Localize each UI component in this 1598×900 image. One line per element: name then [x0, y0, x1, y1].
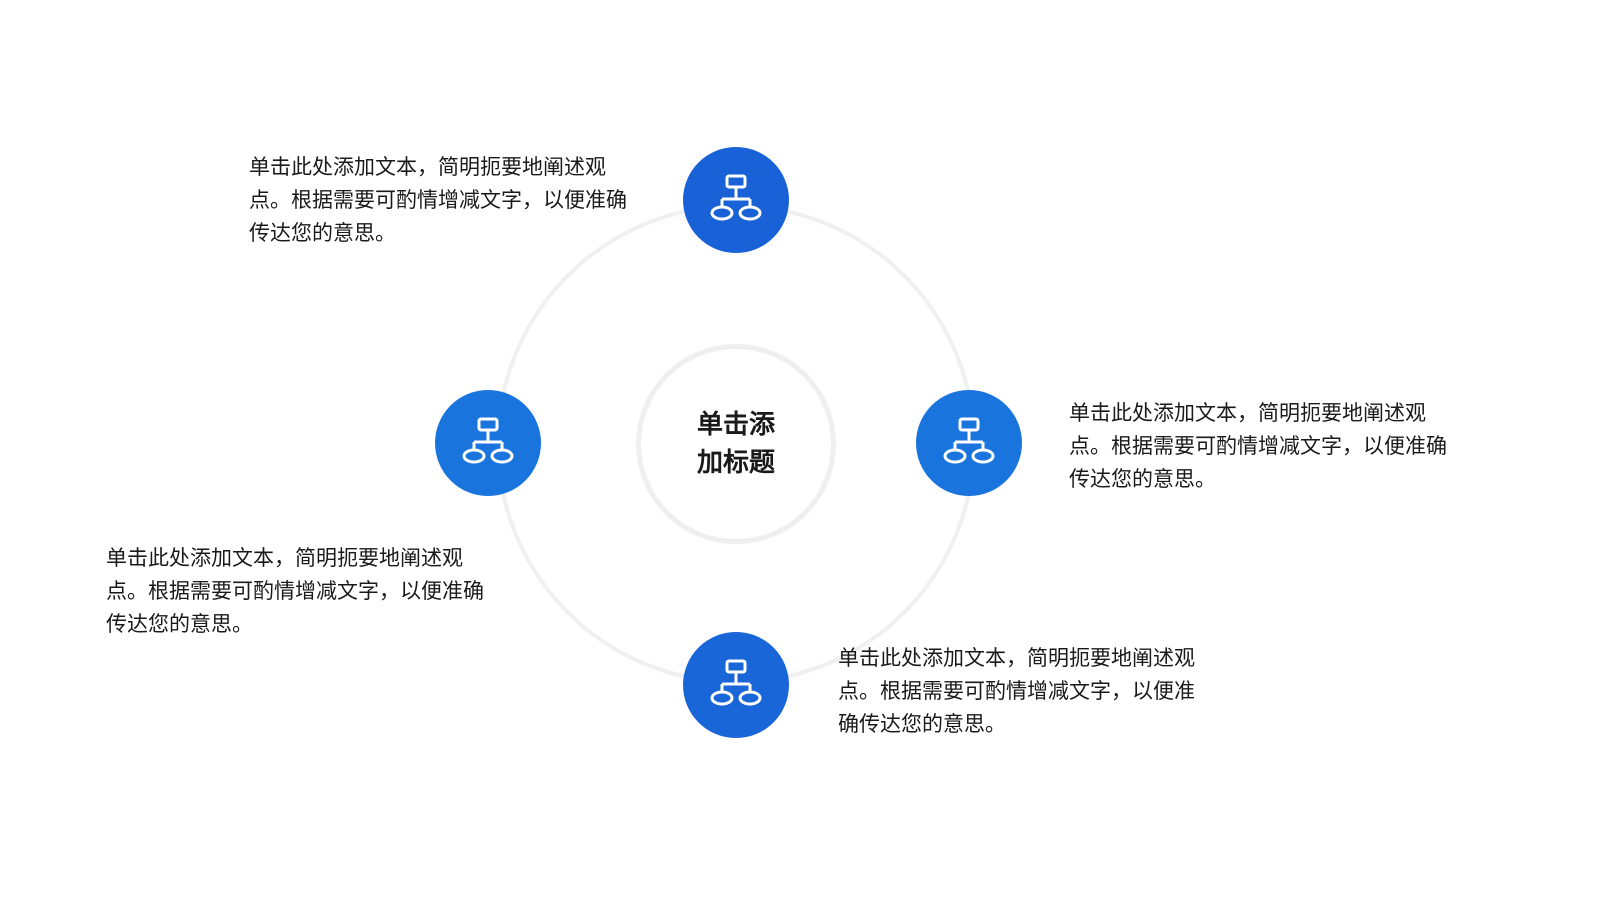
hierarchy-icon [710, 659, 762, 706]
center-title[interactable]: 单击添加标题 [696, 410, 775, 478]
center-circle: 单击添加标题 [636, 344, 836, 544]
hierarchy-icon [462, 417, 514, 464]
hierarchy-icon [943, 417, 995, 464]
description-left[interactable]: 单击此处添加文本，简明扼要地阐述观点。根据需要可酌情增减文字，以便准确传达您的意… [106, 546, 484, 636]
node-left [435, 390, 541, 496]
node-top [683, 147, 789, 253]
node-bottom [683, 632, 789, 738]
description-right[interactable]: 单击此处添加文本，简明扼要地阐述观点。根据需要可酌情增减文字，以便准确传达您的意… [1069, 401, 1447, 491]
hierarchy-icon [710, 174, 762, 221]
description-bottom[interactable]: 单击此处添加文本，简明扼要地阐述观点。根据需要可酌情增减文字，以便准确传达您的意… [838, 646, 1195, 736]
node-right [916, 390, 1022, 496]
description-top[interactable]: 单击此处添加文本，简明扼要地阐述观点。根据需要可酌情增减文字，以便准确传达您的意… [249, 155, 627, 245]
